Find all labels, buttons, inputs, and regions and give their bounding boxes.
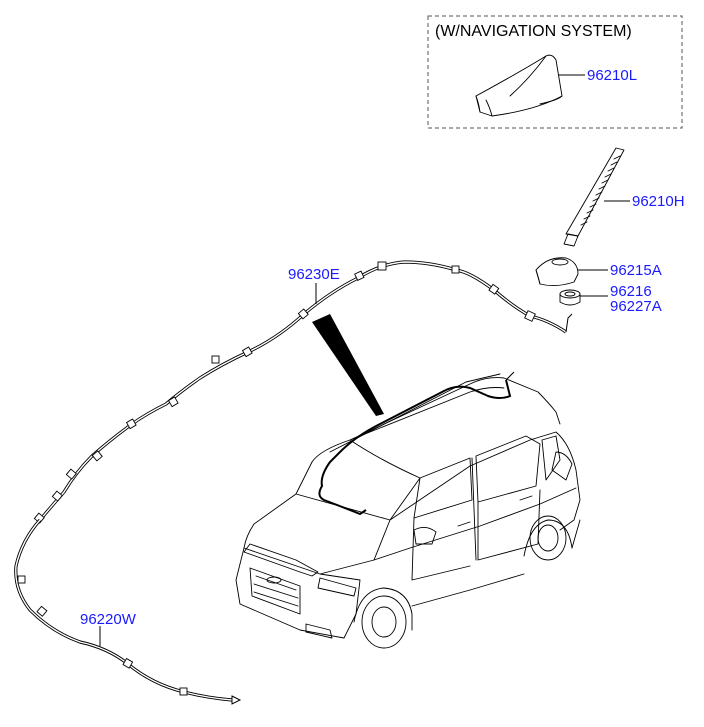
shark-fin-antenna-drawing[interactable] — [475, 54, 563, 117]
antenna-base-drawing[interactable] — [535, 257, 579, 287]
main-feeder-cable-drawing[interactable] — [14, 518, 242, 705]
part-label-96215A[interactable]: 96215A — [610, 262, 662, 279]
nut-gasket-drawing[interactable] — [559, 289, 581, 306]
suv-vehicle-drawing — [235, 373, 581, 649]
roof-feeder-cable-drawing[interactable] — [33, 260, 573, 524]
roof-cable-on-vehicle — [318, 371, 515, 516]
part-label-96230E[interactable]: 96230E — [288, 266, 340, 283]
inset-border — [427, 15, 683, 129]
inset-title: (W/NAVIGATION SYSTEM) — [435, 23, 632, 40]
part-label-96210H[interactable]: 96210H — [632, 193, 685, 210]
navigation-inset: (W/NAVIGATION SYSTEM) 96210L — [427, 15, 683, 129]
callout-wedge — [312, 314, 384, 416]
part-label-96210L[interactable]: 96210L — [587, 67, 637, 84]
part-label-96216[interactable]: 96216 — [610, 283, 652, 300]
pole-antenna-drawing[interactable] — [563, 147, 625, 247]
part-label-96227A[interactable]: 96227A — [610, 298, 662, 315]
part-label-96220W[interactable]: 96220W — [80, 611, 137, 628]
